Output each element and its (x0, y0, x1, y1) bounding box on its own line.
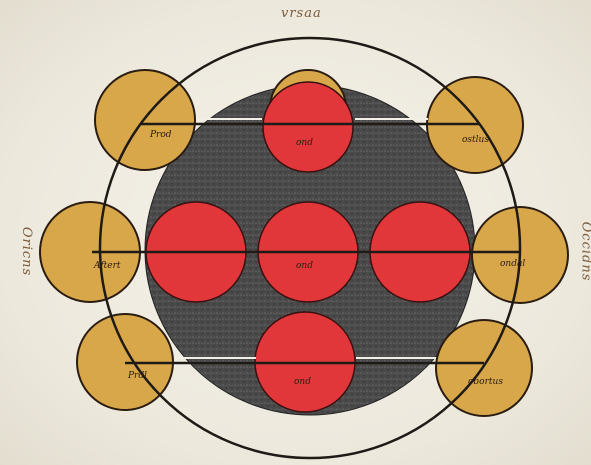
red-disc-top (263, 82, 353, 172)
label-top: vrsaa (281, 6, 322, 21)
label-right: Occidns (578, 222, 591, 282)
disc-label-bottom-center: ond (294, 377, 311, 387)
disc-label-mid-left: Aftert (93, 261, 121, 271)
disc-label-mid-right: ondal (500, 259, 525, 269)
disc-label-top-left: Prod (149, 130, 172, 140)
gold-disc-bottom-right (436, 320, 532, 416)
disc-label-bottom-left: Prdl (127, 371, 147, 381)
label-left: Oricns (19, 227, 34, 276)
disc-label-top-right: ostlus (462, 135, 489, 145)
disc-label-bottom-right: obortus (468, 377, 503, 387)
disc-label-center: ond (296, 261, 313, 271)
disc-label-top-center: ond (296, 138, 313, 148)
